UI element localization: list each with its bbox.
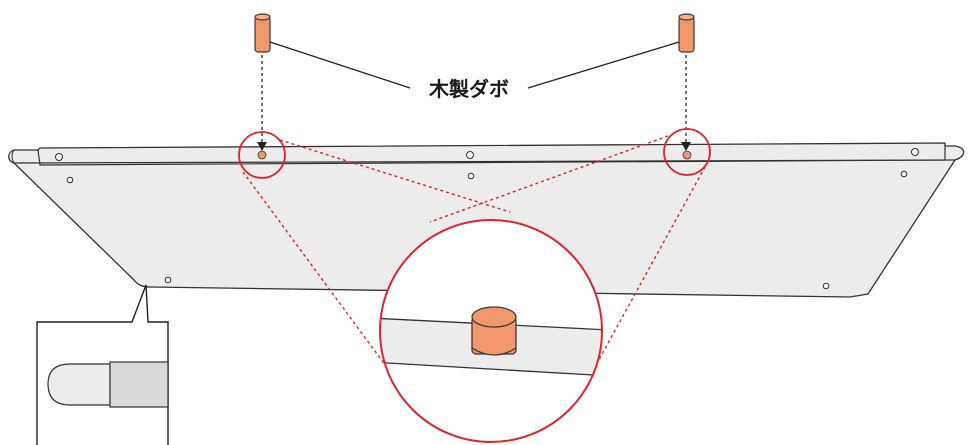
highlight-circle-left [238, 131, 286, 179]
panel-hole [900, 170, 908, 178]
panel-top-line [13, 159, 956, 164]
insert-arrow-right [681, 55, 691, 151]
highlight-circle-right [663, 128, 711, 176]
dowel-label: 木製ダボ [428, 77, 509, 101]
panel-hole [466, 151, 474, 159]
panel-corner-tick [11, 149, 15, 164]
panel-hole [822, 282, 830, 290]
dowel-hole-right [682, 150, 692, 160]
panel-hole [66, 176, 74, 184]
zoom-magnifier [379, 219, 603, 443]
edge-detail-callout [36, 284, 169, 445]
panel-hole [55, 153, 63, 161]
dowel-right [678, 13, 695, 53]
label-leader-right [527, 41, 680, 89]
insert-arrow-left [257, 55, 267, 151]
label-leader-left [269, 41, 411, 89]
panel-hole [467, 172, 475, 180]
dowel-left [254, 13, 271, 53]
panel-hole [164, 276, 172, 284]
edge-profile-body [109, 361, 169, 408]
panel-hole [911, 148, 919, 156]
panel-top-edge [37, 143, 946, 166]
zoom-lines [242, 135, 706, 386]
dowel-hole-left [257, 150, 267, 160]
edge-profile [47, 363, 111, 406]
